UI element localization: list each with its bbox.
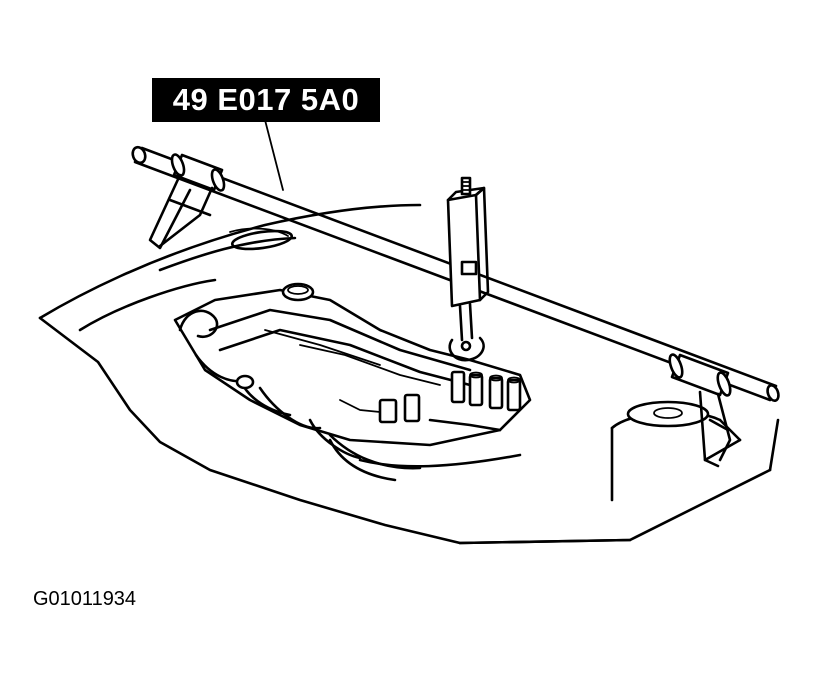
engine-assembly xyxy=(173,282,532,482)
tool-number-callout: 49 E017 5A0 xyxy=(152,78,380,122)
engine-bay-outline xyxy=(38,203,780,545)
callout-leader-line xyxy=(264,119,284,191)
lifting-hook-assembly xyxy=(446,176,490,362)
figure-id: G01011934 xyxy=(33,588,137,610)
